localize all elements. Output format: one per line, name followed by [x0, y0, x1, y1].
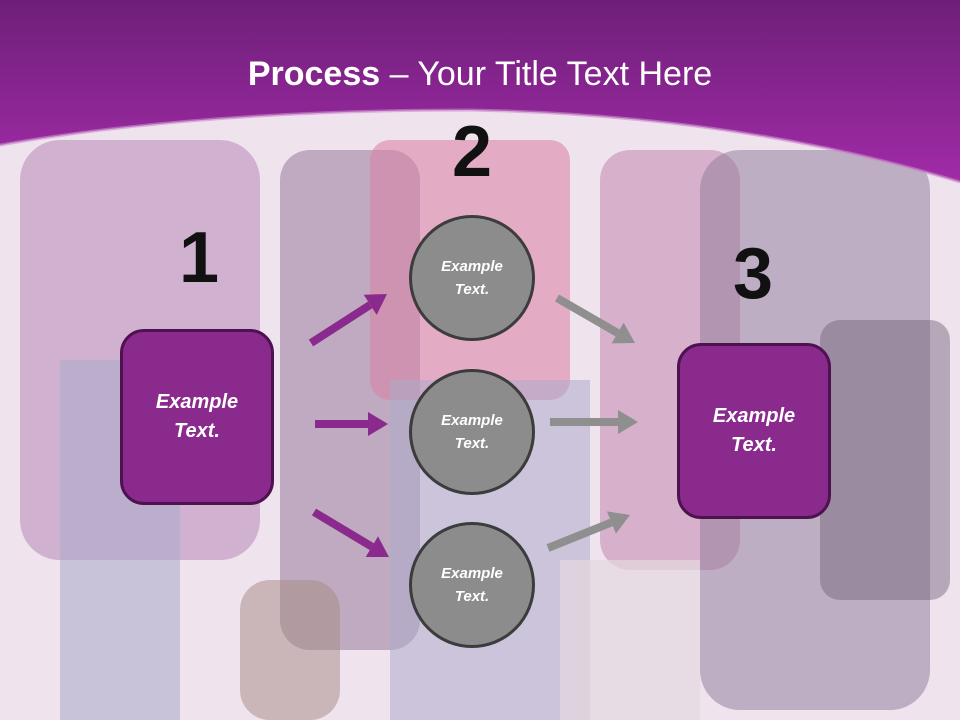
circle-middle-label: Example Text.	[441, 412, 503, 452]
arrow-top-to-right	[555, 294, 635, 344]
step-number-3: 3	[732, 234, 774, 314]
left-step-box: Example Text.	[120, 329, 274, 505]
arrow-left-to-middle	[315, 412, 388, 436]
slide-title: Process – Your Title Text Here	[0, 52, 960, 96]
arrow-bottom-to-right	[546, 511, 630, 552]
arrow-middle-to-right	[550, 410, 638, 434]
right-step-label: Example Text.	[712, 405, 796, 456]
circle-top-label: Example Text.	[441, 258, 503, 298]
circle-bottom-label: Example Text.	[441, 565, 503, 605]
circle-bottom: Example Text.	[409, 522, 535, 648]
arrow-left-to-top	[308, 294, 387, 347]
step-number-2: 2	[451, 112, 493, 192]
title-rest: – Your Title Text Here	[380, 55, 713, 93]
left-step-label: Example Text.	[155, 391, 239, 442]
circle-top: Example Text.	[409, 215, 535, 341]
arrow-left-to-bottom	[311, 508, 389, 557]
circle-middle: Example Text.	[409, 369, 535, 495]
step-number-1: 1	[178, 218, 220, 298]
right-step-box: Example Text.	[677, 343, 831, 519]
title-strong: Process	[247, 55, 381, 93]
